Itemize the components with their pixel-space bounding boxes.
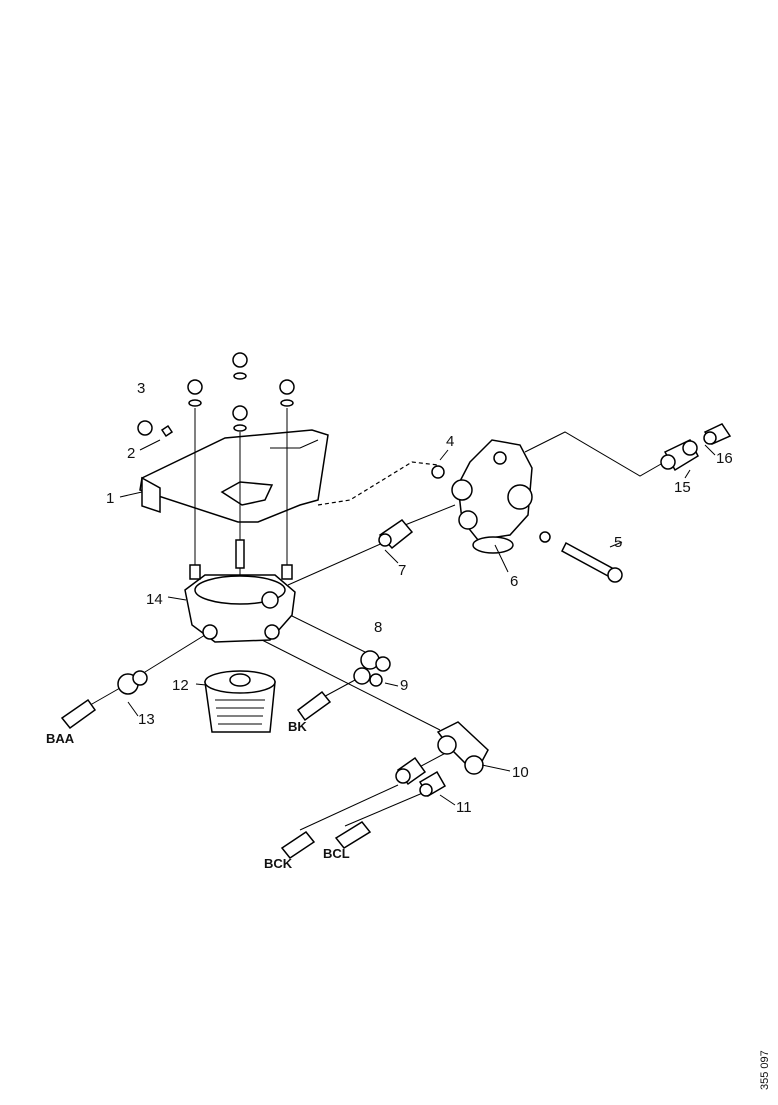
- tee-fitting-10: [395, 721, 489, 798]
- label-leaders: [119, 439, 716, 806]
- fittings-8-9: [353, 650, 391, 687]
- fittings-15-16: [660, 423, 732, 472]
- label-14: 14: [146, 591, 163, 608]
- label-13: 13: [138, 711, 155, 728]
- code-bk: BK: [288, 719, 307, 734]
- label-16: 16: [716, 450, 733, 467]
- connection-codes: BAA BK BCK BCL: [46, 719, 350, 871]
- part-labels: 1 2 3 4 5 6 7 8 9 10 11 12 13 14 15 16: [106, 380, 733, 816]
- label-2: 2: [127, 445, 135, 462]
- label-3: 3: [137, 380, 145, 397]
- label-4: 4: [446, 433, 454, 450]
- label-11: 11: [456, 799, 472, 816]
- label-7: 7: [398, 562, 406, 579]
- label-8: 8: [374, 619, 382, 636]
- mounting-bracket: [139, 429, 329, 523]
- fitting-7: [378, 518, 414, 550]
- pipe-lines: [84, 431, 669, 831]
- drawing-reference: 355 097: [759, 1050, 771, 1090]
- label-6: 6: [510, 573, 518, 590]
- label-10: 10: [512, 764, 529, 781]
- control-valve: [431, 439, 533, 554]
- label-9: 9: [400, 677, 408, 694]
- label-15: 15: [674, 479, 691, 496]
- label-5: 5: [614, 534, 622, 551]
- fitting-13: [117, 670, 148, 695]
- label-1: 1: [106, 490, 114, 507]
- hose-ends: [60, 690, 372, 860]
- relay-valve: [184, 539, 296, 643]
- bolt: [539, 531, 623, 583]
- stud-nuts: [137, 352, 295, 600]
- code-bck: BCK: [264, 856, 293, 871]
- label-12: 12: [172, 677, 189, 694]
- filter-element: [204, 670, 276, 733]
- code-bcl: BCL: [323, 846, 350, 861]
- code-baa: BAA: [46, 731, 75, 746]
